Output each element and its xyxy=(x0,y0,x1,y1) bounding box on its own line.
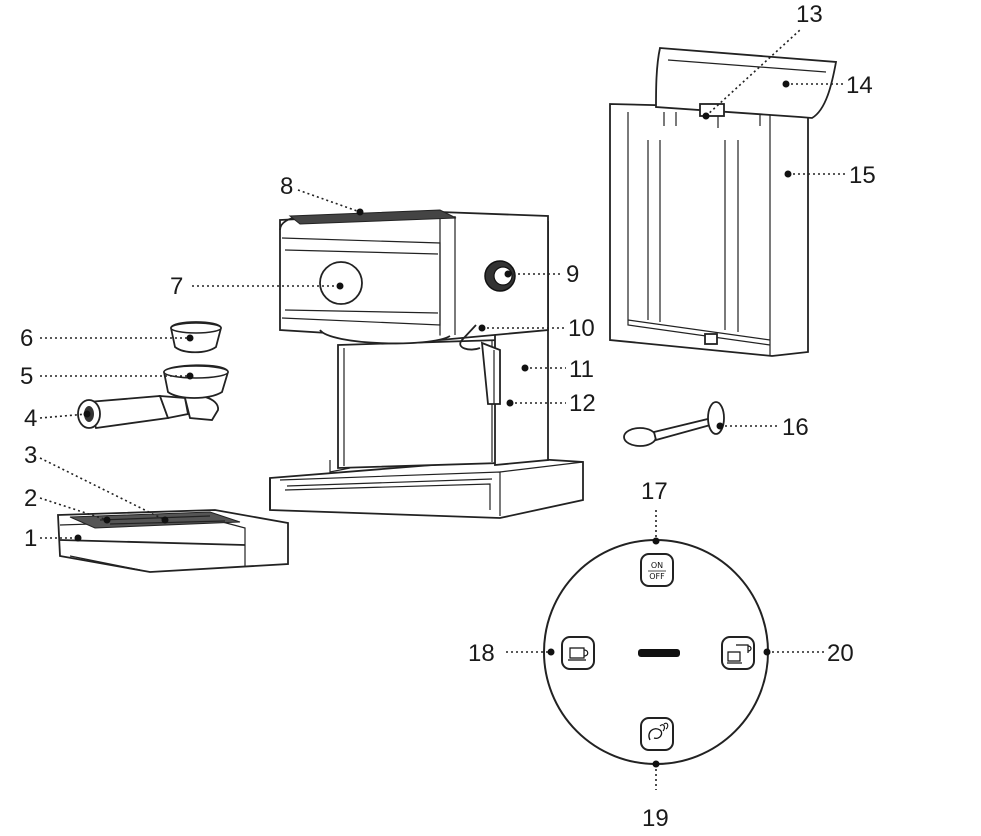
steam-button xyxy=(640,717,674,751)
portafilter xyxy=(77,394,219,429)
callout-20: 20 xyxy=(827,640,854,667)
callout-19: 19 xyxy=(642,805,669,832)
double-cup-icon xyxy=(727,651,741,662)
callout-5: 5 xyxy=(20,363,33,390)
power-button: ON OFF xyxy=(640,553,674,587)
power-label-on: ON xyxy=(651,561,663,570)
machine-body xyxy=(269,209,584,519)
callout-9: 9 xyxy=(566,261,579,288)
water-tank xyxy=(609,47,838,357)
callout-13: 13 xyxy=(796,1,823,28)
single-cup-button xyxy=(561,636,595,670)
callout-16: 16 xyxy=(782,414,809,441)
double-cup-button xyxy=(721,636,755,670)
callout-12: 12 xyxy=(569,390,596,417)
callout-3: 3 xyxy=(24,442,37,469)
indicator-bar xyxy=(638,649,680,657)
cup-icon xyxy=(569,647,585,659)
callout-4: 4 xyxy=(24,405,37,432)
filter-basket-1-cup xyxy=(170,321,222,354)
callout-11: 11 xyxy=(569,356,594,383)
callout-numbers: 1 2 3 4 5 6 7 8 9 10 11 12 13 14 15 16 1… xyxy=(20,1,876,832)
callout-6: 6 xyxy=(20,325,33,352)
callout-15: 15 xyxy=(849,162,876,189)
callout-14: 14 xyxy=(846,72,873,99)
callout-18: 18 xyxy=(468,640,495,667)
power-label-off: OFF xyxy=(649,572,665,581)
callout-7: 7 xyxy=(170,273,183,300)
callout-10: 10 xyxy=(568,315,595,342)
callout-17: 17 xyxy=(641,478,668,505)
steam-icon xyxy=(648,728,663,741)
callout-2: 2 xyxy=(24,485,37,512)
coffee-scoop-tamper xyxy=(623,401,725,447)
leader-lines xyxy=(39,29,848,790)
filter-basket-2-cup xyxy=(163,364,229,399)
drip-tray xyxy=(57,509,289,573)
callout-1: 1 xyxy=(24,525,37,552)
callout-8: 8 xyxy=(280,173,293,200)
control-panel-diagram: ON OFF xyxy=(543,539,769,765)
